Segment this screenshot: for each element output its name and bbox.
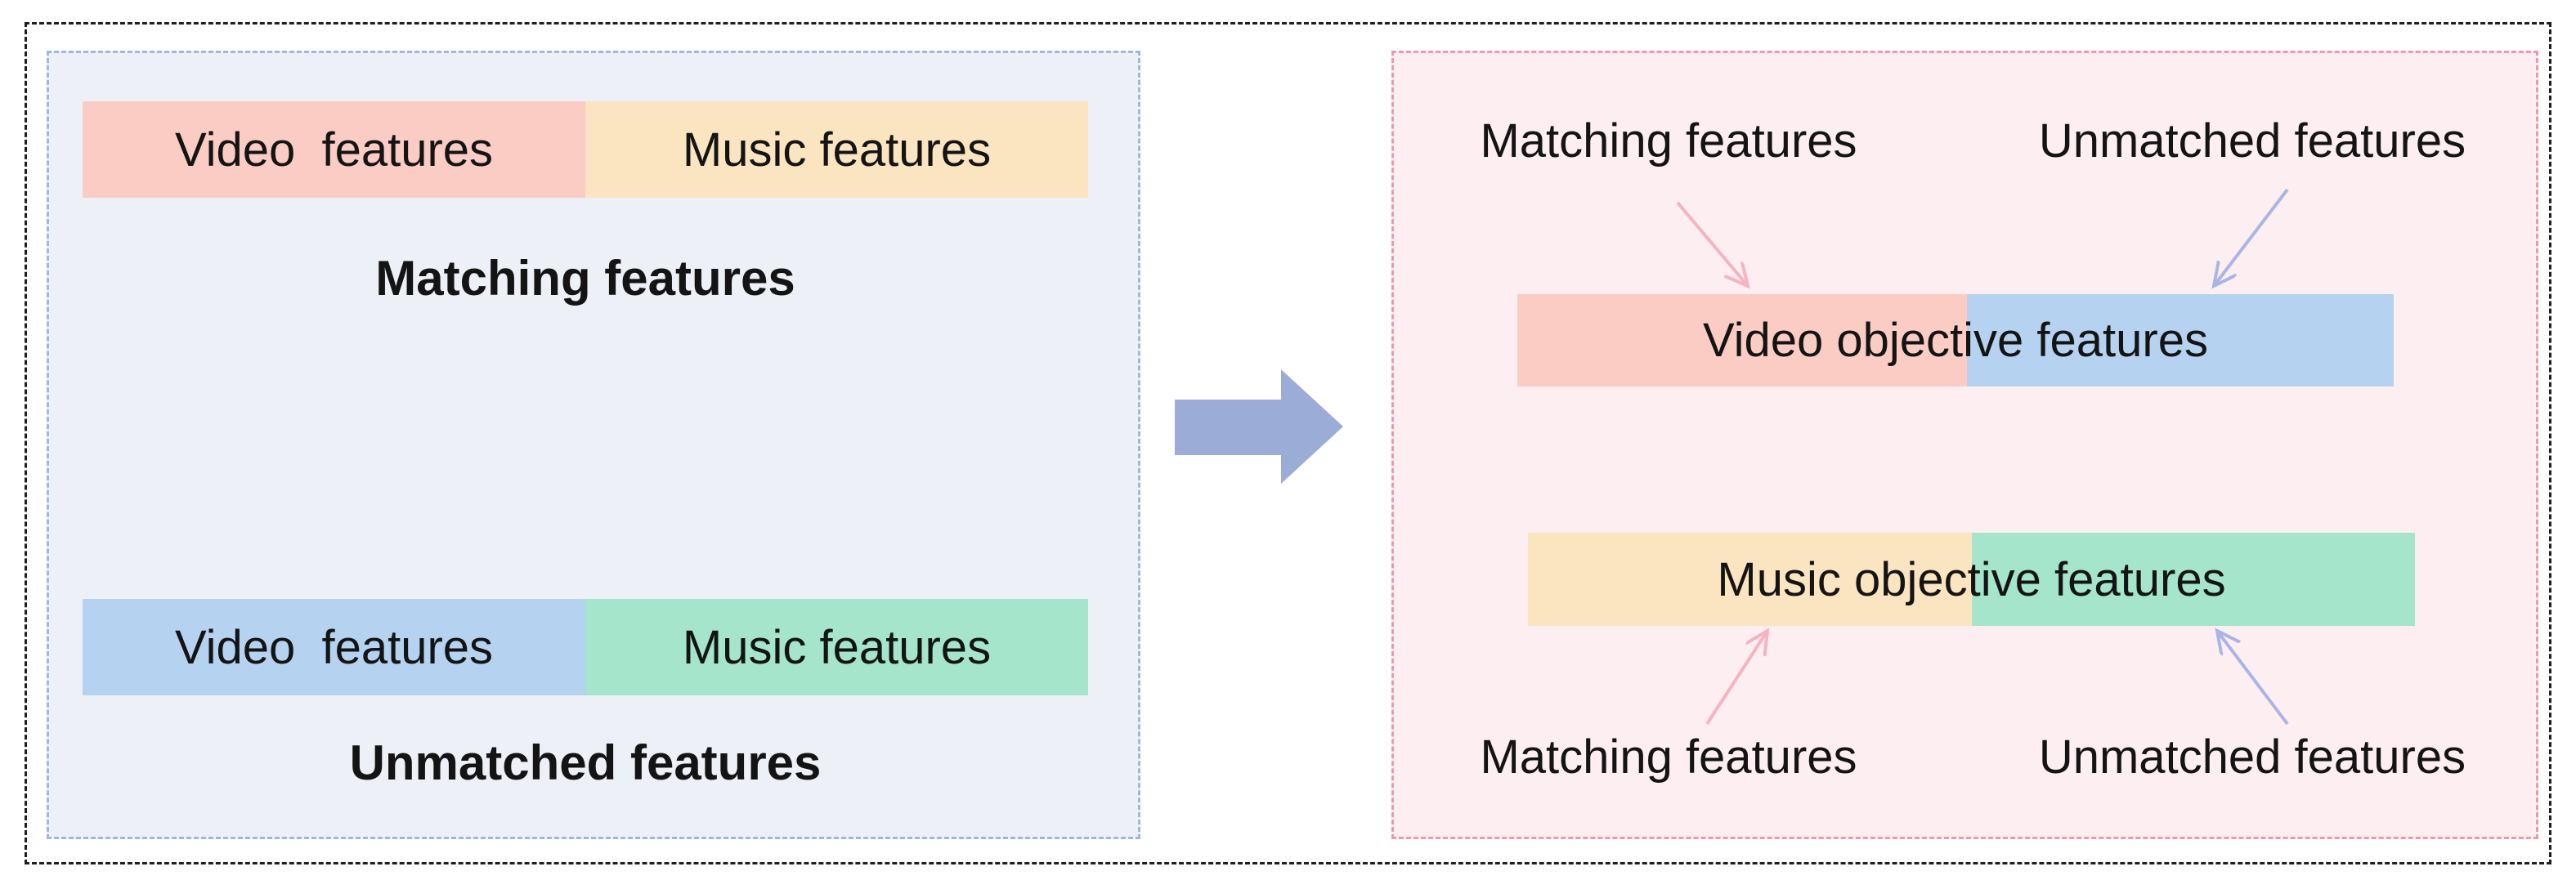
matched-video-segment: Video features bbox=[83, 101, 585, 198]
right-panel bbox=[1391, 51, 2538, 839]
matched-music-label: Music features bbox=[682, 123, 992, 176]
unmatched-caption: Unmatched features bbox=[349, 735, 822, 790]
matched-features-bar: Video features Music features bbox=[83, 101, 1088, 198]
bottom-unmatched-label: Unmatched features bbox=[2038, 730, 2466, 784]
video-objective-unmatched-segment bbox=[1966, 294, 2394, 386]
top-matching-label: Matching features bbox=[1480, 114, 1857, 168]
unmatched-music-label: Music features bbox=[682, 620, 992, 674]
unmatched-music-segment: Music features bbox=[585, 599, 1088, 695]
unmatched-video-segment: Video features bbox=[83, 599, 585, 695]
music-objective-bar bbox=[1528, 533, 2415, 626]
unmatched-features-bar: Video features Music features bbox=[83, 599, 1088, 695]
music-objective-unmatched-segment bbox=[1971, 533, 2415, 626]
matched-music-segment: Music features bbox=[585, 101, 1088, 198]
music-objective-matching-segment bbox=[1528, 533, 1972, 626]
matched-video-label: Video features bbox=[174, 123, 494, 176]
video-objective-bar bbox=[1517, 294, 2394, 386]
unmatched-video-label: Video features bbox=[174, 620, 494, 674]
outer-dashed-frame bbox=[25, 22, 2551, 864]
top-unmatched-label: Unmatched features bbox=[2038, 114, 2466, 168]
matched-caption: Matching features bbox=[375, 250, 795, 306]
bottom-matching-label: Matching features bbox=[1480, 730, 1857, 784]
video-objective-matching-segment bbox=[1517, 294, 1967, 386]
